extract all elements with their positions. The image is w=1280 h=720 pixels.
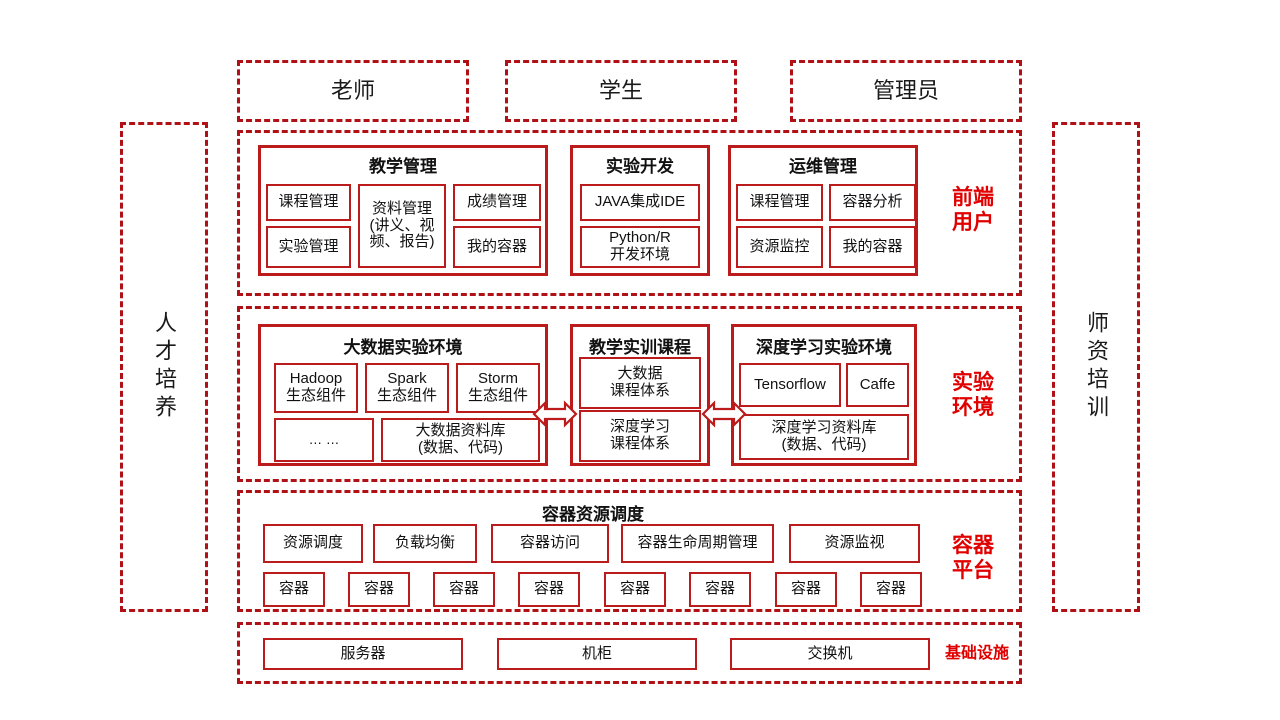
item-storm-ecosystem[interactable]: Storm 生态组件 xyxy=(456,363,540,413)
layer-label-lab-line2: 环境 xyxy=(952,396,994,419)
container-platform-title: 容器资源调度 xyxy=(542,505,644,524)
role-label-admin: 管理员 xyxy=(872,77,939,103)
layer-label-lab-line1: 实验 xyxy=(952,370,994,394)
container-box-7[interactable]: 容器 xyxy=(775,572,837,607)
layer-label-lab-environment: 实验 环境 xyxy=(930,355,1016,435)
item-caffe[interactable]: Caffe xyxy=(846,363,909,407)
role-label-teacher: 老师 xyxy=(330,77,375,103)
panel-title-experiment-development: 实验开发 xyxy=(606,157,674,176)
item-deeplearning-curriculum[interactable]: 深度学习 课程体系 xyxy=(579,410,701,462)
role-box-student[interactable]: 学生 xyxy=(505,60,737,122)
double-arrow-right-icon xyxy=(701,400,747,428)
container-box-1[interactable]: 容器 xyxy=(263,572,325,607)
item-container-analysis[interactable]: 容器分析 xyxy=(829,184,916,221)
panel-title-teaching-training-courses: 教学实训课程 xyxy=(589,338,691,357)
layer-label-infrastructure: 基础设施 xyxy=(934,638,1020,670)
item-spark-ecosystem[interactable]: Spark 生态组件 xyxy=(365,363,449,413)
item-java-ide[interactable]: JAVA集成IDE xyxy=(580,184,700,221)
service-load-balancing[interactable]: 负载均衡 xyxy=(373,524,477,563)
item-resource-monitoring-ops[interactable]: 资源监控 xyxy=(736,226,823,268)
item-hadoop-ecosystem[interactable]: Hadoop 生态组件 xyxy=(274,363,358,413)
item-deeplearning-repository[interactable]: 深度学习资料库 (数据、代码) xyxy=(739,414,909,460)
layer-label-container-line1: 容器 xyxy=(952,533,994,557)
layer-container-platform xyxy=(237,490,1022,612)
panel-title-operations-management: 运维管理 xyxy=(789,157,857,176)
role-label-student: 学生 xyxy=(598,77,643,103)
container-box-3[interactable]: 容器 xyxy=(433,572,495,607)
container-box-4[interactable]: 容器 xyxy=(518,572,580,607)
service-container-lifecycle-management[interactable]: 容器生命周期管理 xyxy=(621,524,774,563)
item-ellipsis: … … xyxy=(274,418,374,462)
item-grade-management[interactable]: 成绩管理 xyxy=(453,184,541,221)
panel-title-deeplearning-lab-environment: 深度学习实验环境 xyxy=(756,338,892,357)
layer-infrastructure xyxy=(237,622,1022,684)
item-my-container-teaching[interactable]: 我的容器 xyxy=(453,226,541,268)
layer-label-container-platform: 容器 平台 xyxy=(930,518,1016,598)
service-resource-monitoring[interactable]: 资源监视 xyxy=(789,524,920,563)
container-box-6[interactable]: 容器 xyxy=(689,572,751,607)
layer-label-frontend-line1: 前端 xyxy=(952,185,994,209)
panel-title-bigdata-lab-environment: 大数据实验环境 xyxy=(343,338,463,357)
layer-label-frontend-line2: 用户 xyxy=(952,211,994,234)
item-course-management-ops[interactable]: 课程管理 xyxy=(736,184,823,221)
layer-label-container-line2: 平台 xyxy=(952,559,994,582)
item-my-container-ops[interactable]: 我的容器 xyxy=(829,226,916,268)
left-vertical-panel-label: 人才培养 xyxy=(152,311,177,423)
infra-item-rack[interactable]: 机柜 xyxy=(497,638,697,670)
role-box-teacher[interactable]: 老师 xyxy=(237,60,469,122)
item-course-management-teaching[interactable]: 课程管理 xyxy=(266,184,351,221)
double-arrow-left-icon xyxy=(532,400,578,428)
item-bigdata-repository[interactable]: 大数据资料库 (数据、代码) xyxy=(381,418,540,462)
layer-frontend-users xyxy=(237,130,1022,296)
item-tensorflow[interactable]: Tensorflow xyxy=(739,363,841,407)
right-vertical-panel: 师资培训 xyxy=(1052,122,1140,612)
right-vertical-panel-label: 师资培训 xyxy=(1084,311,1109,423)
item-material-management[interactable]: 资料管理 (讲义、视 频、报告) xyxy=(358,184,446,268)
container-box-8[interactable]: 容器 xyxy=(860,572,922,607)
layer-label-infrastructure-text: 基础设施 xyxy=(944,645,1009,663)
left-vertical-panel: 人才培养 xyxy=(120,122,208,612)
panel-title-teaching-management: 教学管理 xyxy=(369,157,437,176)
layer-label-frontend-users: 前端 用户 xyxy=(930,170,1016,250)
container-box-5[interactable]: 容器 xyxy=(604,572,666,607)
container-box-2[interactable]: 容器 xyxy=(348,572,410,607)
layer-lab-environment xyxy=(237,306,1022,482)
infra-item-server[interactable]: 服务器 xyxy=(263,638,463,670)
service-resource-scheduling[interactable]: 资源调度 xyxy=(263,524,363,563)
item-python-r-env[interactable]: Python/R 开发环境 xyxy=(580,226,700,268)
item-experiment-management[interactable]: 实验管理 xyxy=(266,226,351,268)
service-container-access[interactable]: 容器访问 xyxy=(491,524,609,563)
infra-item-switch[interactable]: 交换机 xyxy=(730,638,930,670)
role-box-admin[interactable]: 管理员 xyxy=(790,60,1022,122)
item-bigdata-curriculum[interactable]: 大数据 课程体系 xyxy=(579,357,701,409)
